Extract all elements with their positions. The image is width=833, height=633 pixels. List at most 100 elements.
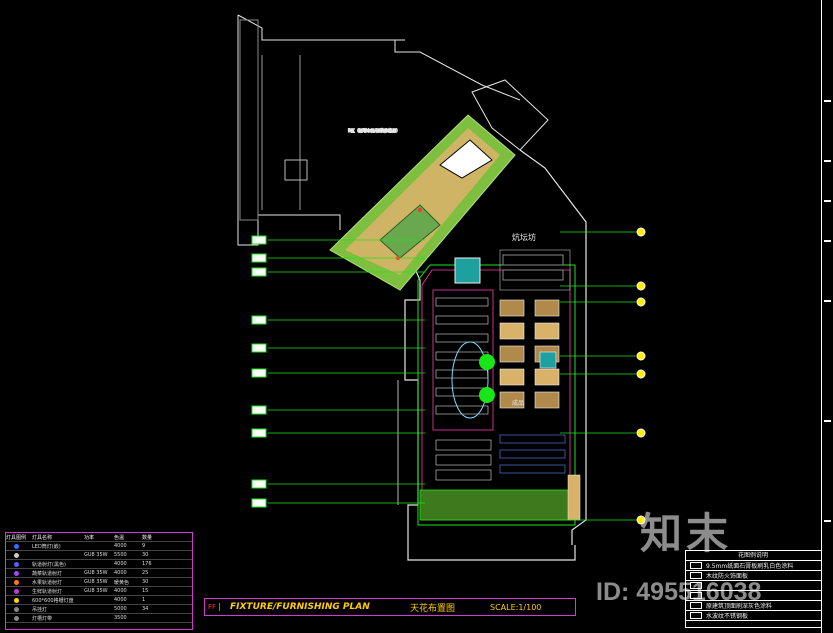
drawing-scale: SCALE:1/100 xyxy=(490,602,542,612)
legend-symbol-icon xyxy=(6,561,32,567)
wood-ceiling xyxy=(329,114,516,291)
shelf-fixture xyxy=(435,439,492,451)
finish-label: 原建筑顶面刷深灰色涂料 xyxy=(706,603,773,610)
legend-cell-temp: 4000 xyxy=(114,588,127,594)
checkout-zone xyxy=(419,474,581,521)
watermark-logo: 知末 xyxy=(640,510,733,557)
legend-symbol-icon xyxy=(6,543,32,549)
existing-building: B区（新增布局/原装修格局） xyxy=(237,14,549,246)
finish-row: 木纹防火饰面板 xyxy=(686,571,821,581)
fixture-tag-icon xyxy=(251,253,267,263)
blue-track-row xyxy=(499,449,566,459)
legend-col-power: 功率 xyxy=(84,534,95,541)
legend-cell-qty: 30 xyxy=(142,552,149,558)
fixture-tag-icon xyxy=(251,315,267,325)
legend-col-temp: 色温 xyxy=(114,534,125,541)
shelf-fixture xyxy=(435,454,492,466)
legend-col-qty: 数量 xyxy=(142,534,153,541)
fixture-tag-icon xyxy=(251,405,267,415)
shelf-fixture xyxy=(435,405,489,415)
legend-col-name: 灯具名称 xyxy=(32,534,53,541)
shelf-fixture xyxy=(435,369,489,379)
shelf-fixture xyxy=(435,315,489,325)
legend-symbol-icon xyxy=(6,552,32,558)
blue-track-row xyxy=(499,434,566,444)
legend-cell-temp: 暖黄色 xyxy=(114,579,130,586)
label-center: 成品 xyxy=(512,399,524,407)
finish-row: 9.5mm纸面石膏板刷乳白色涂料 xyxy=(686,561,821,571)
finish-swatch-icon xyxy=(690,582,702,589)
legend-symbol-icon xyxy=(6,615,32,621)
legend-symbol-icon xyxy=(6,597,32,603)
wood-display xyxy=(534,391,560,409)
legend-symbol-icon xyxy=(6,606,32,612)
legend-cell-power: GU8 35W xyxy=(84,570,108,576)
legend-cell-temp: 5500 xyxy=(114,552,127,558)
finish-legend-body: 9.5mm纸面石膏板刷乳白色涂料木纹防火饰面板原建筑顶面刷深灰色涂料水波纹不锈钢… xyxy=(686,561,821,621)
finish-row: 水波纹不锈钢板 xyxy=(686,611,821,621)
wood-display xyxy=(499,391,525,409)
legend-row: 灯槽灯带 3500 xyxy=(6,614,192,623)
legend-symbol-icon xyxy=(6,570,32,576)
legend-cell-temp: 4000 xyxy=(114,597,127,603)
legend-cell-qty: 30 xyxy=(142,579,149,585)
legend-cell-temp: 4000 xyxy=(114,561,127,567)
finish-row xyxy=(686,591,821,601)
drawing-title-en: FIXTURE/FURNISHING PLAN xyxy=(230,602,370,612)
legend-symbol-icon xyxy=(6,579,32,585)
fixture-tag-icon xyxy=(251,479,267,489)
shelf-fixture xyxy=(435,469,492,481)
teal-display xyxy=(539,351,557,369)
wood-display xyxy=(534,322,560,340)
room-label-top: B区（新增布局/原装修格局） xyxy=(348,127,400,133)
legend-cell-name: 吊挂灯 xyxy=(32,606,48,613)
legend-cell-name: 生鲜轨道射灯 xyxy=(32,588,63,595)
diamond-feature xyxy=(439,139,493,179)
fixture-tag-icon xyxy=(251,428,267,438)
wood-display xyxy=(499,299,525,317)
finish-swatch-icon xyxy=(690,612,702,619)
finish-swatch-icon xyxy=(690,592,702,599)
callout-marker-icon xyxy=(636,281,646,291)
stair-symbol xyxy=(284,159,308,181)
legend-cell-temp: 3500 xyxy=(114,615,127,621)
legend-cell-name: 轨道射灯(黑色) xyxy=(32,561,66,568)
legend-cell-name: 灯槽灯带 xyxy=(32,615,53,622)
legend-cell-qty: 34 xyxy=(142,606,149,612)
finish-label: 木纹防火饰面板 xyxy=(706,573,749,580)
finish-swatch-icon xyxy=(690,562,702,569)
legend-cell-power: GU8 35W xyxy=(84,588,108,594)
legend-cell-name: 蔬菜轨道射灯 xyxy=(32,570,63,577)
callout-marker-icon xyxy=(636,351,646,361)
finish-label: 9.5mm纸面石膏板刷乳白色涂料 xyxy=(706,563,794,570)
finish-label: 水波纹不锈钢板 xyxy=(706,613,749,620)
legend-cell-temp: 4000 xyxy=(114,570,127,576)
legend-cell-name: LED筒灯(嵌) xyxy=(32,543,61,550)
fixture-grid xyxy=(435,297,566,481)
sales-floor xyxy=(417,249,576,526)
hatched-wall xyxy=(239,19,259,221)
corner-room xyxy=(471,79,549,151)
fixture-tag-icon xyxy=(251,267,267,277)
island-display xyxy=(454,257,481,284)
legend-cell-name: 水果轨道射灯 xyxy=(32,579,63,586)
shelf-fixture xyxy=(435,333,489,343)
legend-header-row: 灯具图例 灯具名称 功率 色温 数量 xyxy=(6,533,192,542)
wood-display xyxy=(499,368,525,386)
legend-symbol-icon xyxy=(6,588,32,594)
legend-cell-temp: 4000 xyxy=(114,543,127,549)
fixture-tag-icon xyxy=(251,498,267,508)
finish-row: 原建筑顶面刷深灰色涂料 xyxy=(686,601,821,611)
finish-row xyxy=(686,581,821,591)
fixture-tag-icon xyxy=(251,235,267,245)
wood-display xyxy=(534,299,560,317)
drawing-title-bar: FF FIXTURE/FURNISHING PLAN 天花布置图 SCALE:1… xyxy=(204,598,576,616)
